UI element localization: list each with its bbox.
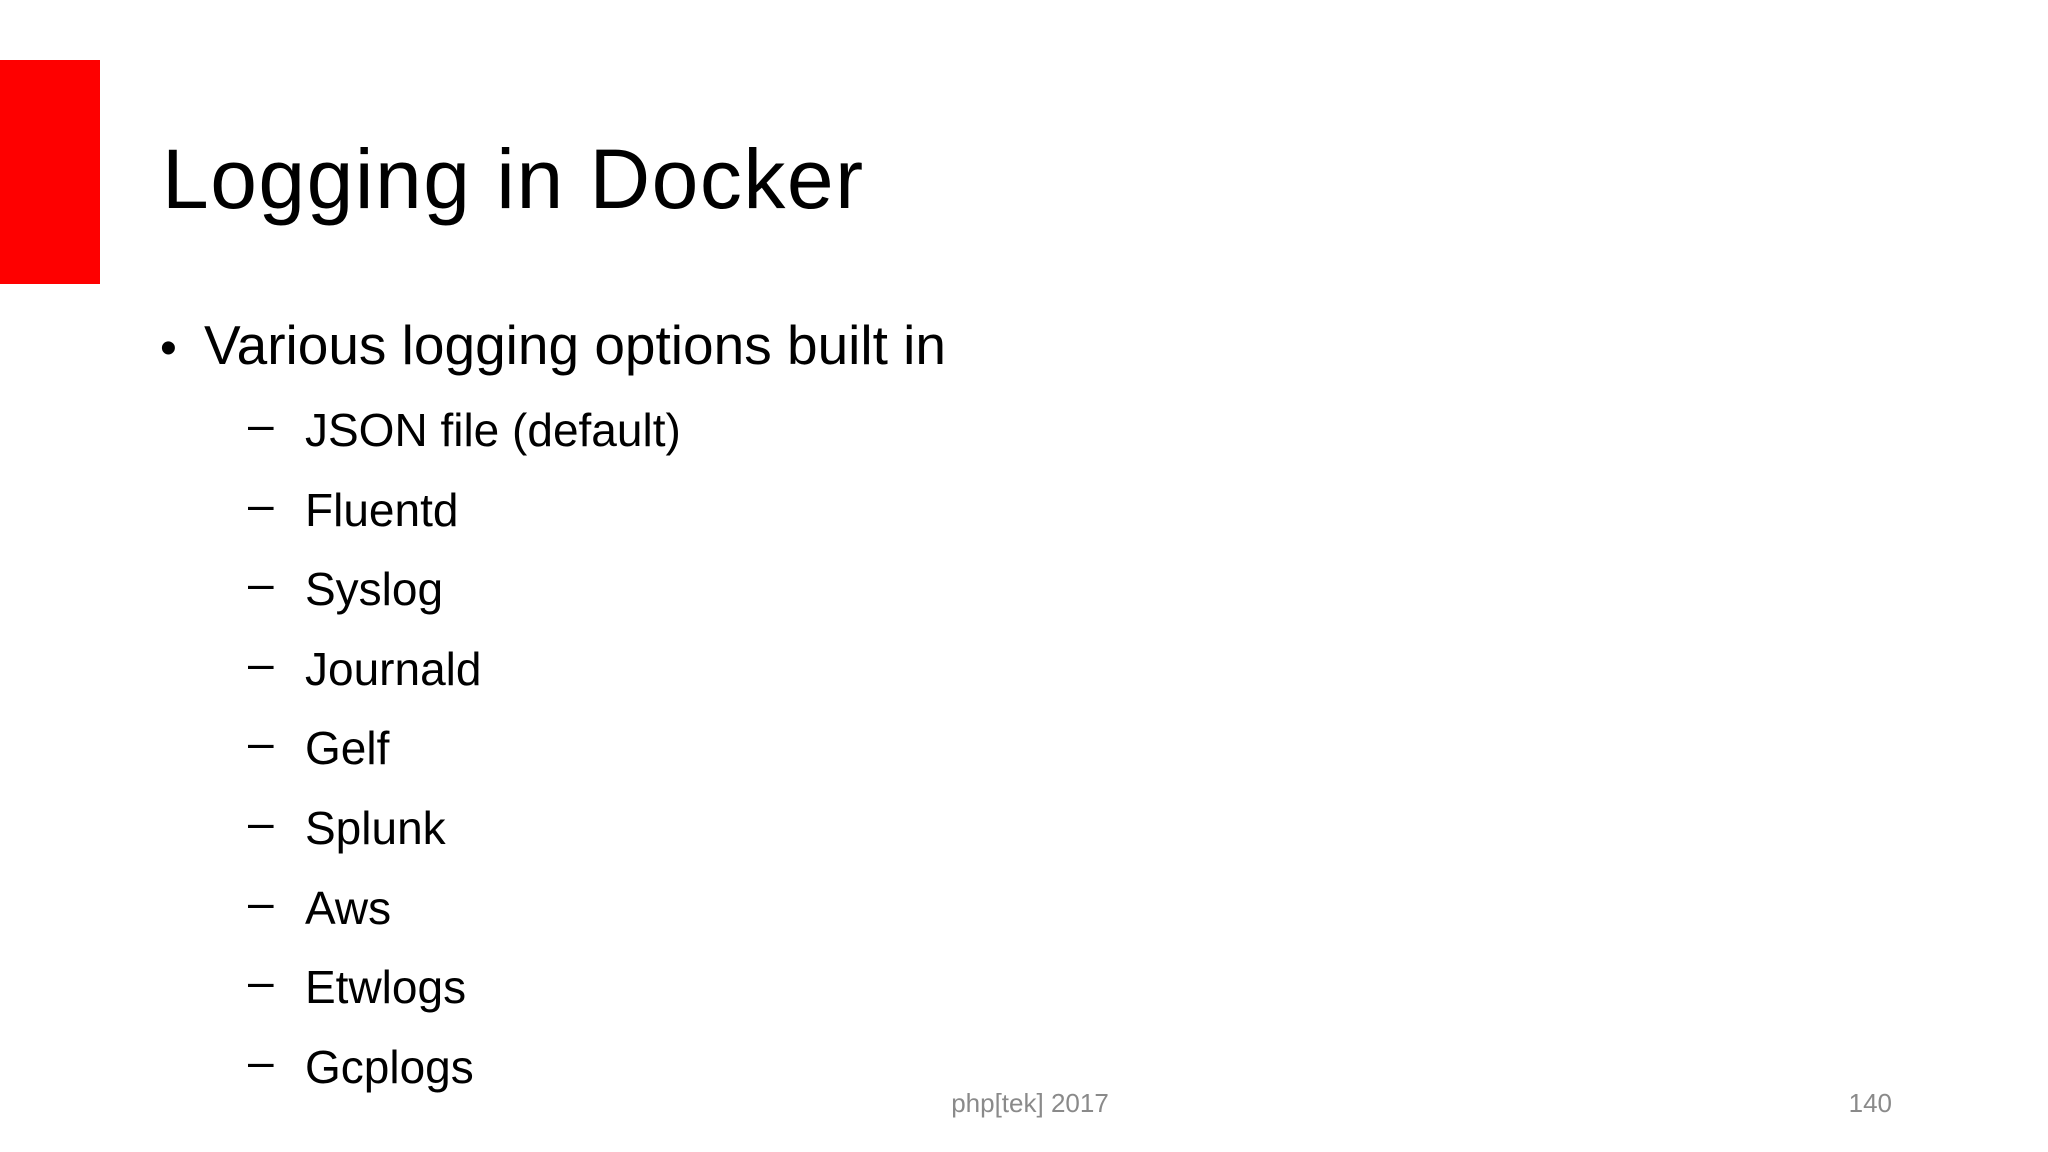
sub-bullet-list: – JSON file (default) – Fluentd – Syslog… xyxy=(248,391,681,1107)
sub-bullet-item: – JSON file (default) xyxy=(248,391,681,471)
bullet-item: • Various logging options built in xyxy=(160,312,946,378)
sub-bullet-text: Etwlogs xyxy=(305,961,467,1014)
sub-bullet-item: – Etwlogs xyxy=(248,948,681,1028)
dash-marker-icon: – xyxy=(248,477,274,530)
sub-bullet-text: Splunk xyxy=(305,801,446,854)
slide-title: Logging in Docker xyxy=(162,132,865,226)
sub-bullet-item: – Gelf xyxy=(248,709,681,789)
bullet-text: Various logging options built in xyxy=(204,314,946,376)
sub-bullet-item: – Aws xyxy=(248,869,681,949)
sub-bullet-text: Fluentd xyxy=(305,483,459,536)
dash-marker-icon: – xyxy=(248,1034,274,1087)
bullet-marker-icon: • xyxy=(160,322,177,375)
sub-bullet-item: – Gcplogs xyxy=(248,1028,681,1108)
sub-bullet-text: Journald xyxy=(305,642,482,695)
red-accent-bar xyxy=(0,60,100,284)
sub-bullet-text: Syslog xyxy=(305,563,444,616)
dash-marker-icon: – xyxy=(248,875,274,928)
page-number: 140 xyxy=(1848,1088,1892,1118)
dash-marker-icon: – xyxy=(248,636,274,689)
sub-bullet-text: JSON file (default) xyxy=(305,404,681,456)
sub-bullet-item: – Fluentd xyxy=(248,471,681,551)
sub-bullet-item: – Syslog xyxy=(248,550,681,630)
sub-bullet-item: – Journald xyxy=(248,630,681,710)
footer-conference-label: php[tek] 2017 xyxy=(951,1088,1109,1118)
sub-bullet-text: Aws xyxy=(305,881,392,934)
sub-bullet-text: Gelf xyxy=(305,722,390,775)
dash-marker-icon: – xyxy=(248,955,274,1008)
sub-bullet-text: Gcplogs xyxy=(305,1040,474,1093)
dash-marker-icon: – xyxy=(248,795,274,848)
dash-marker-icon: – xyxy=(248,716,274,769)
dash-marker-icon: – xyxy=(248,557,274,610)
sub-bullet-item: – Splunk xyxy=(248,789,681,869)
dash-marker-icon: – xyxy=(248,398,274,450)
